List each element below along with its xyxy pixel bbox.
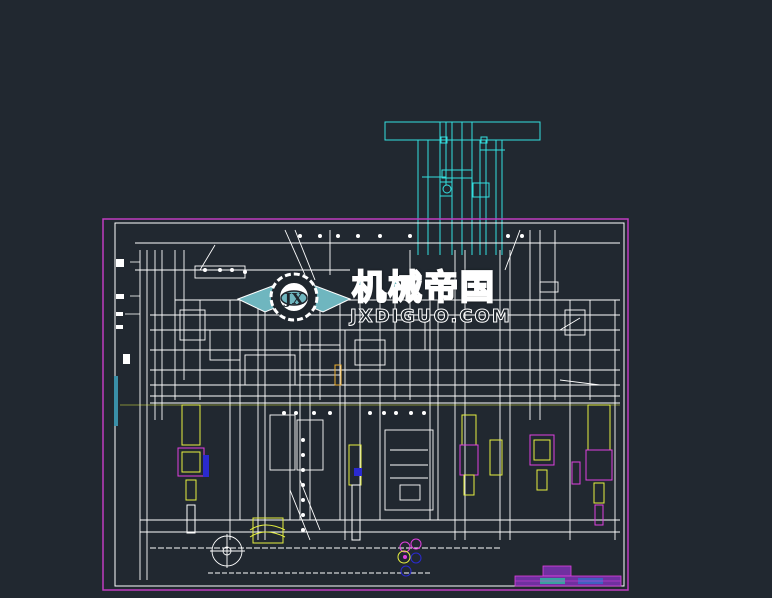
part-balloons: [203, 234, 524, 532]
left-annotations: [114, 259, 140, 426]
flange-circles: [397, 538, 422, 577]
outer-frame: [102, 218, 629, 591]
main-linework: [135, 229, 620, 580]
watermark-title: 机械帝国: [351, 268, 496, 308]
top-cyan-assembly: [384, 121, 541, 255]
cylinder-components: [120, 364, 620, 544]
title-block[interactable]: [514, 565, 622, 587]
watermark-url: JXDIGUO.COM: [350, 306, 512, 328]
watermark-logo: JX: [236, 272, 352, 322]
svg-text:JX: JX: [283, 290, 304, 308]
